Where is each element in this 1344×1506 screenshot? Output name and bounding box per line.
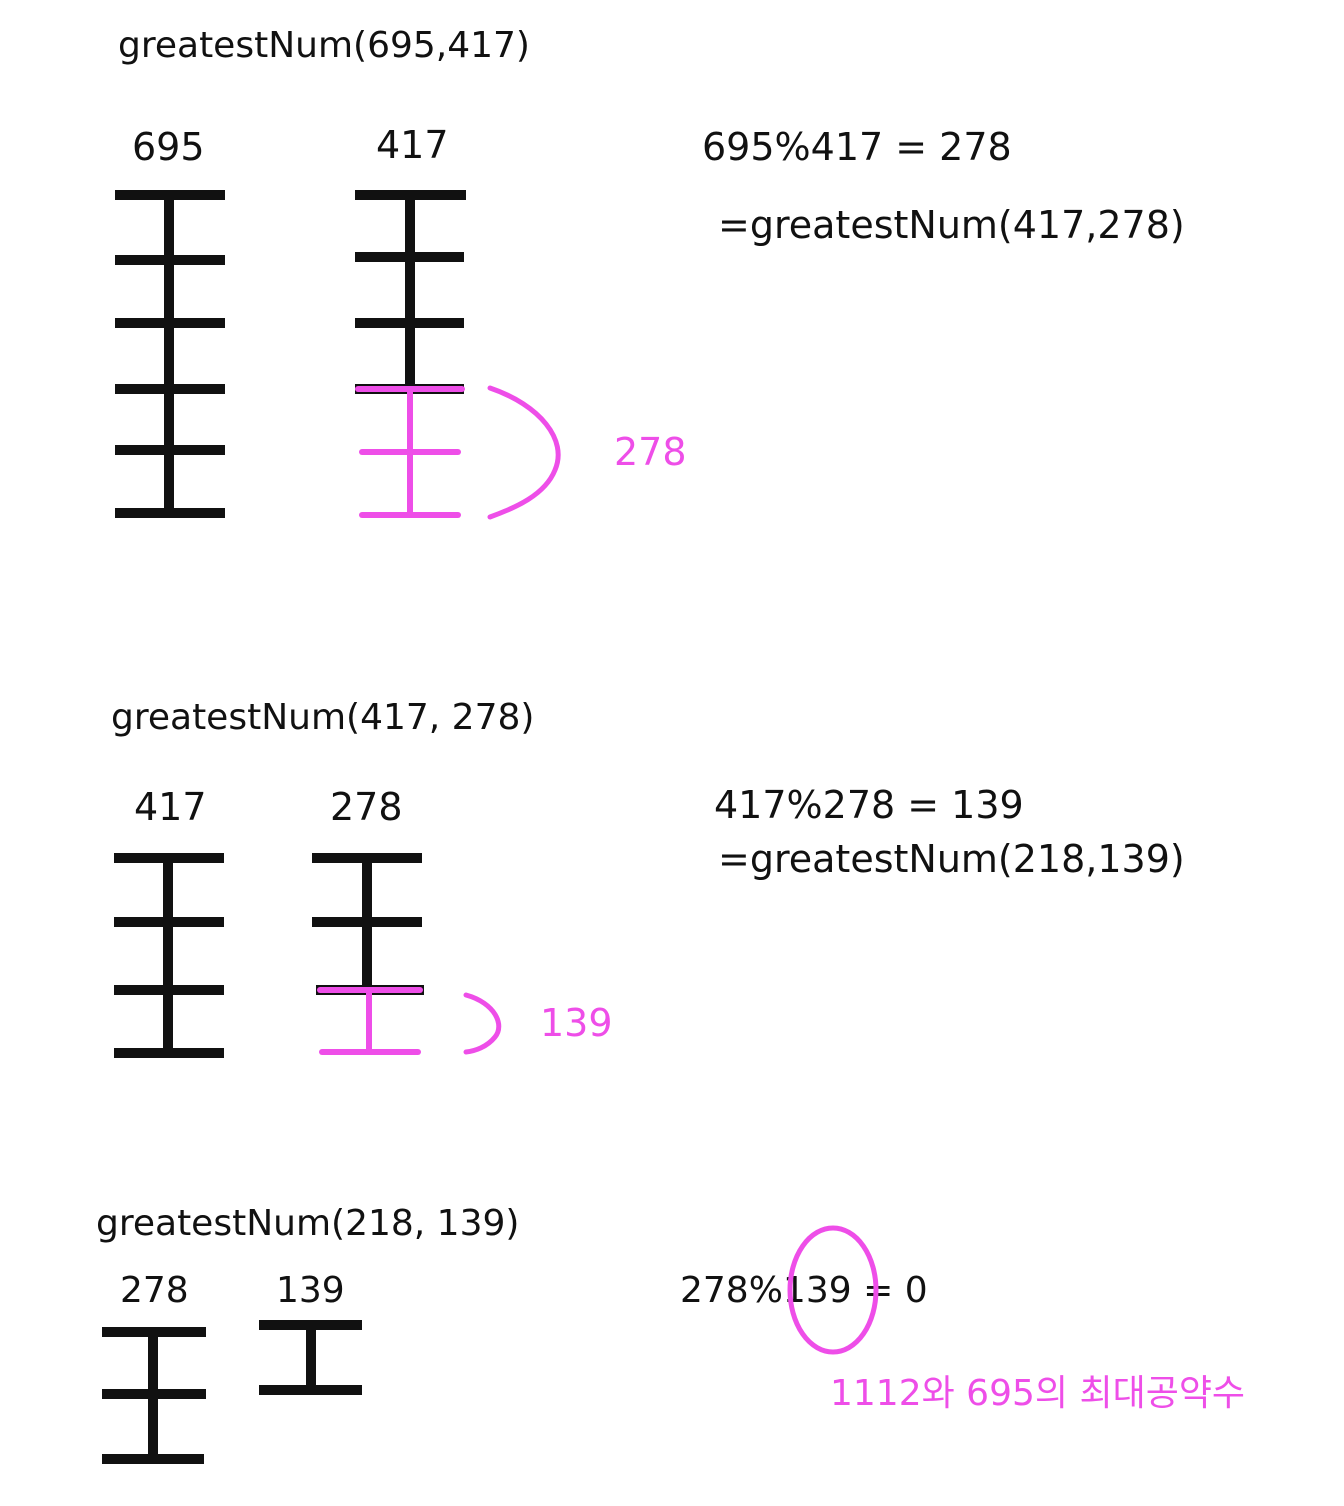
step1-next-call: =greatestNum(417,278) — [718, 203, 1185, 247]
step1-right-label: 417 — [376, 123, 449, 167]
pink-highlights — [317, 385, 879, 1355]
step2-next-call: =greatestNum(218,139) — [718, 837, 1185, 881]
step3-conclusion: 1112와 695의 최대공약수 — [830, 1373, 1246, 1414]
gcd-circle — [787, 1225, 879, 1355]
step3-right-label: 139 — [276, 1270, 345, 1311]
remainder-ladder-278 — [355, 386, 465, 518]
remainder-bracket-278 — [487, 385, 561, 520]
step2-equation: 417%278 = 139 — [714, 783, 1024, 827]
step2-left-label: 417 — [134, 785, 207, 829]
step2-remainder-label: 139 — [540, 1001, 613, 1045]
ladder-278-step3 — [102, 1327, 206, 1464]
black-ladders — [102, 190, 466, 1464]
step3-left-label: 278 — [120, 1270, 189, 1311]
step1-title: greatestNum(695,417) — [118, 25, 530, 66]
ladder-417 — [355, 190, 466, 394]
step3-equation-circled: 139 — [782, 1270, 852, 1311]
step3-title: greatestNum(218, 139) — [96, 1203, 520, 1244]
step1-remainder-label: 278 — [614, 430, 687, 474]
step2-right-label: 278 — [330, 785, 403, 829]
remainder-bracket-139 — [463, 992, 502, 1055]
step2-title: greatestNum(417, 278) — [111, 697, 535, 738]
step3-equation: 278%139 = 0 — [680, 1273, 928, 1309]
step1-left-label: 695 — [132, 125, 205, 169]
ladder-139 — [259, 1320, 362, 1395]
ladder-695 — [115, 190, 225, 518]
remainder-ladder-139 — [317, 987, 423, 1055]
step1-equation: 695%417 = 278 — [702, 125, 1012, 169]
step3-equation-left: 278% — [680, 1270, 783, 1311]
ladder-417-step2 — [114, 853, 224, 1058]
ladder-278 — [312, 853, 424, 995]
